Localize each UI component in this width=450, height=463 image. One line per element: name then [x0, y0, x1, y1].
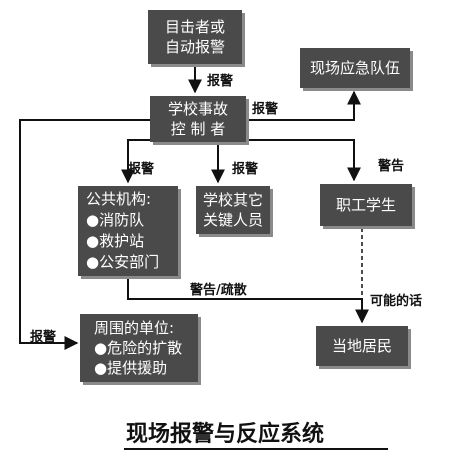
arrow-controller-emergency — [246, 90, 361, 121]
label-controller-emergency: 报警 — [252, 102, 279, 117]
controller-line-1: 学校事故 — [167, 100, 228, 118]
school-staff-line-1: 学校其它 — [202, 191, 263, 209]
staff-students-box: 职工学生 — [320, 184, 412, 226]
label-controller-students: 警告 — [378, 159, 405, 174]
witness-box: 目击者或 自动报警 — [148, 10, 242, 64]
surrounding-units-title: 周围的单位: — [94, 319, 175, 337]
label-public-residents: 警告/疏散 — [190, 283, 247, 298]
controller-box: 学校事故 控 制 者 — [150, 96, 246, 142]
public-agencies-title: 公共机构: — [86, 190, 152, 208]
controller-line-2: 控 制 者 — [170, 120, 226, 138]
surrounding-units-item: ●提供援助 — [94, 359, 168, 377]
label-controller-public: 报警 — [128, 162, 155, 177]
arrow-controller-surrounding — [19, 119, 150, 350]
surrounding-units-item: ●危险的扩散 — [94, 339, 183, 357]
local-residents-box: 当地居民 — [316, 326, 408, 366]
arrow-controller-students — [246, 139, 361, 182]
school-staff-box: 学校其它 关键人员 — [196, 186, 270, 234]
local-residents-label: 当地居民 — [331, 337, 392, 355]
diagram-caption: 现场报警与反应系统 — [125, 421, 324, 447]
label-controller-surrounding: 报警 — [30, 330, 57, 345]
arrow-controller-public — [121, 139, 150, 184]
emergency-team-label: 现场应急队伍 — [309, 59, 400, 77]
school-staff-line-2: 关键人员 — [202, 211, 263, 229]
public-agencies-item: ●消防队 — [86, 211, 145, 229]
public-agencies-item: ●救护站 — [86, 232, 145, 250]
label-controller-staff: 报警 — [232, 162, 259, 177]
surrounding-units-box: 周围的单位: ●危险的扩散 ●提供援助 — [80, 314, 198, 382]
label-witness-controller: 报警 — [207, 74, 234, 89]
witness-line-1: 目击者或 — [164, 18, 225, 36]
public-agencies-item: ●公安部门 — [86, 253, 160, 271]
public-agencies-box: 公共机构: ●消防队 ●救护站 ●公安部门 — [78, 186, 178, 276]
staff-students-label: 职工学生 — [335, 196, 396, 214]
witness-line-2: 自动报警 — [164, 38, 225, 56]
caption-underline — [124, 448, 388, 450]
arrow-public-residents — [127, 278, 369, 324]
label-students-residents: 可能的话 — [370, 294, 423, 309]
emergency-team-box: 现场应急队伍 — [300, 48, 410, 88]
